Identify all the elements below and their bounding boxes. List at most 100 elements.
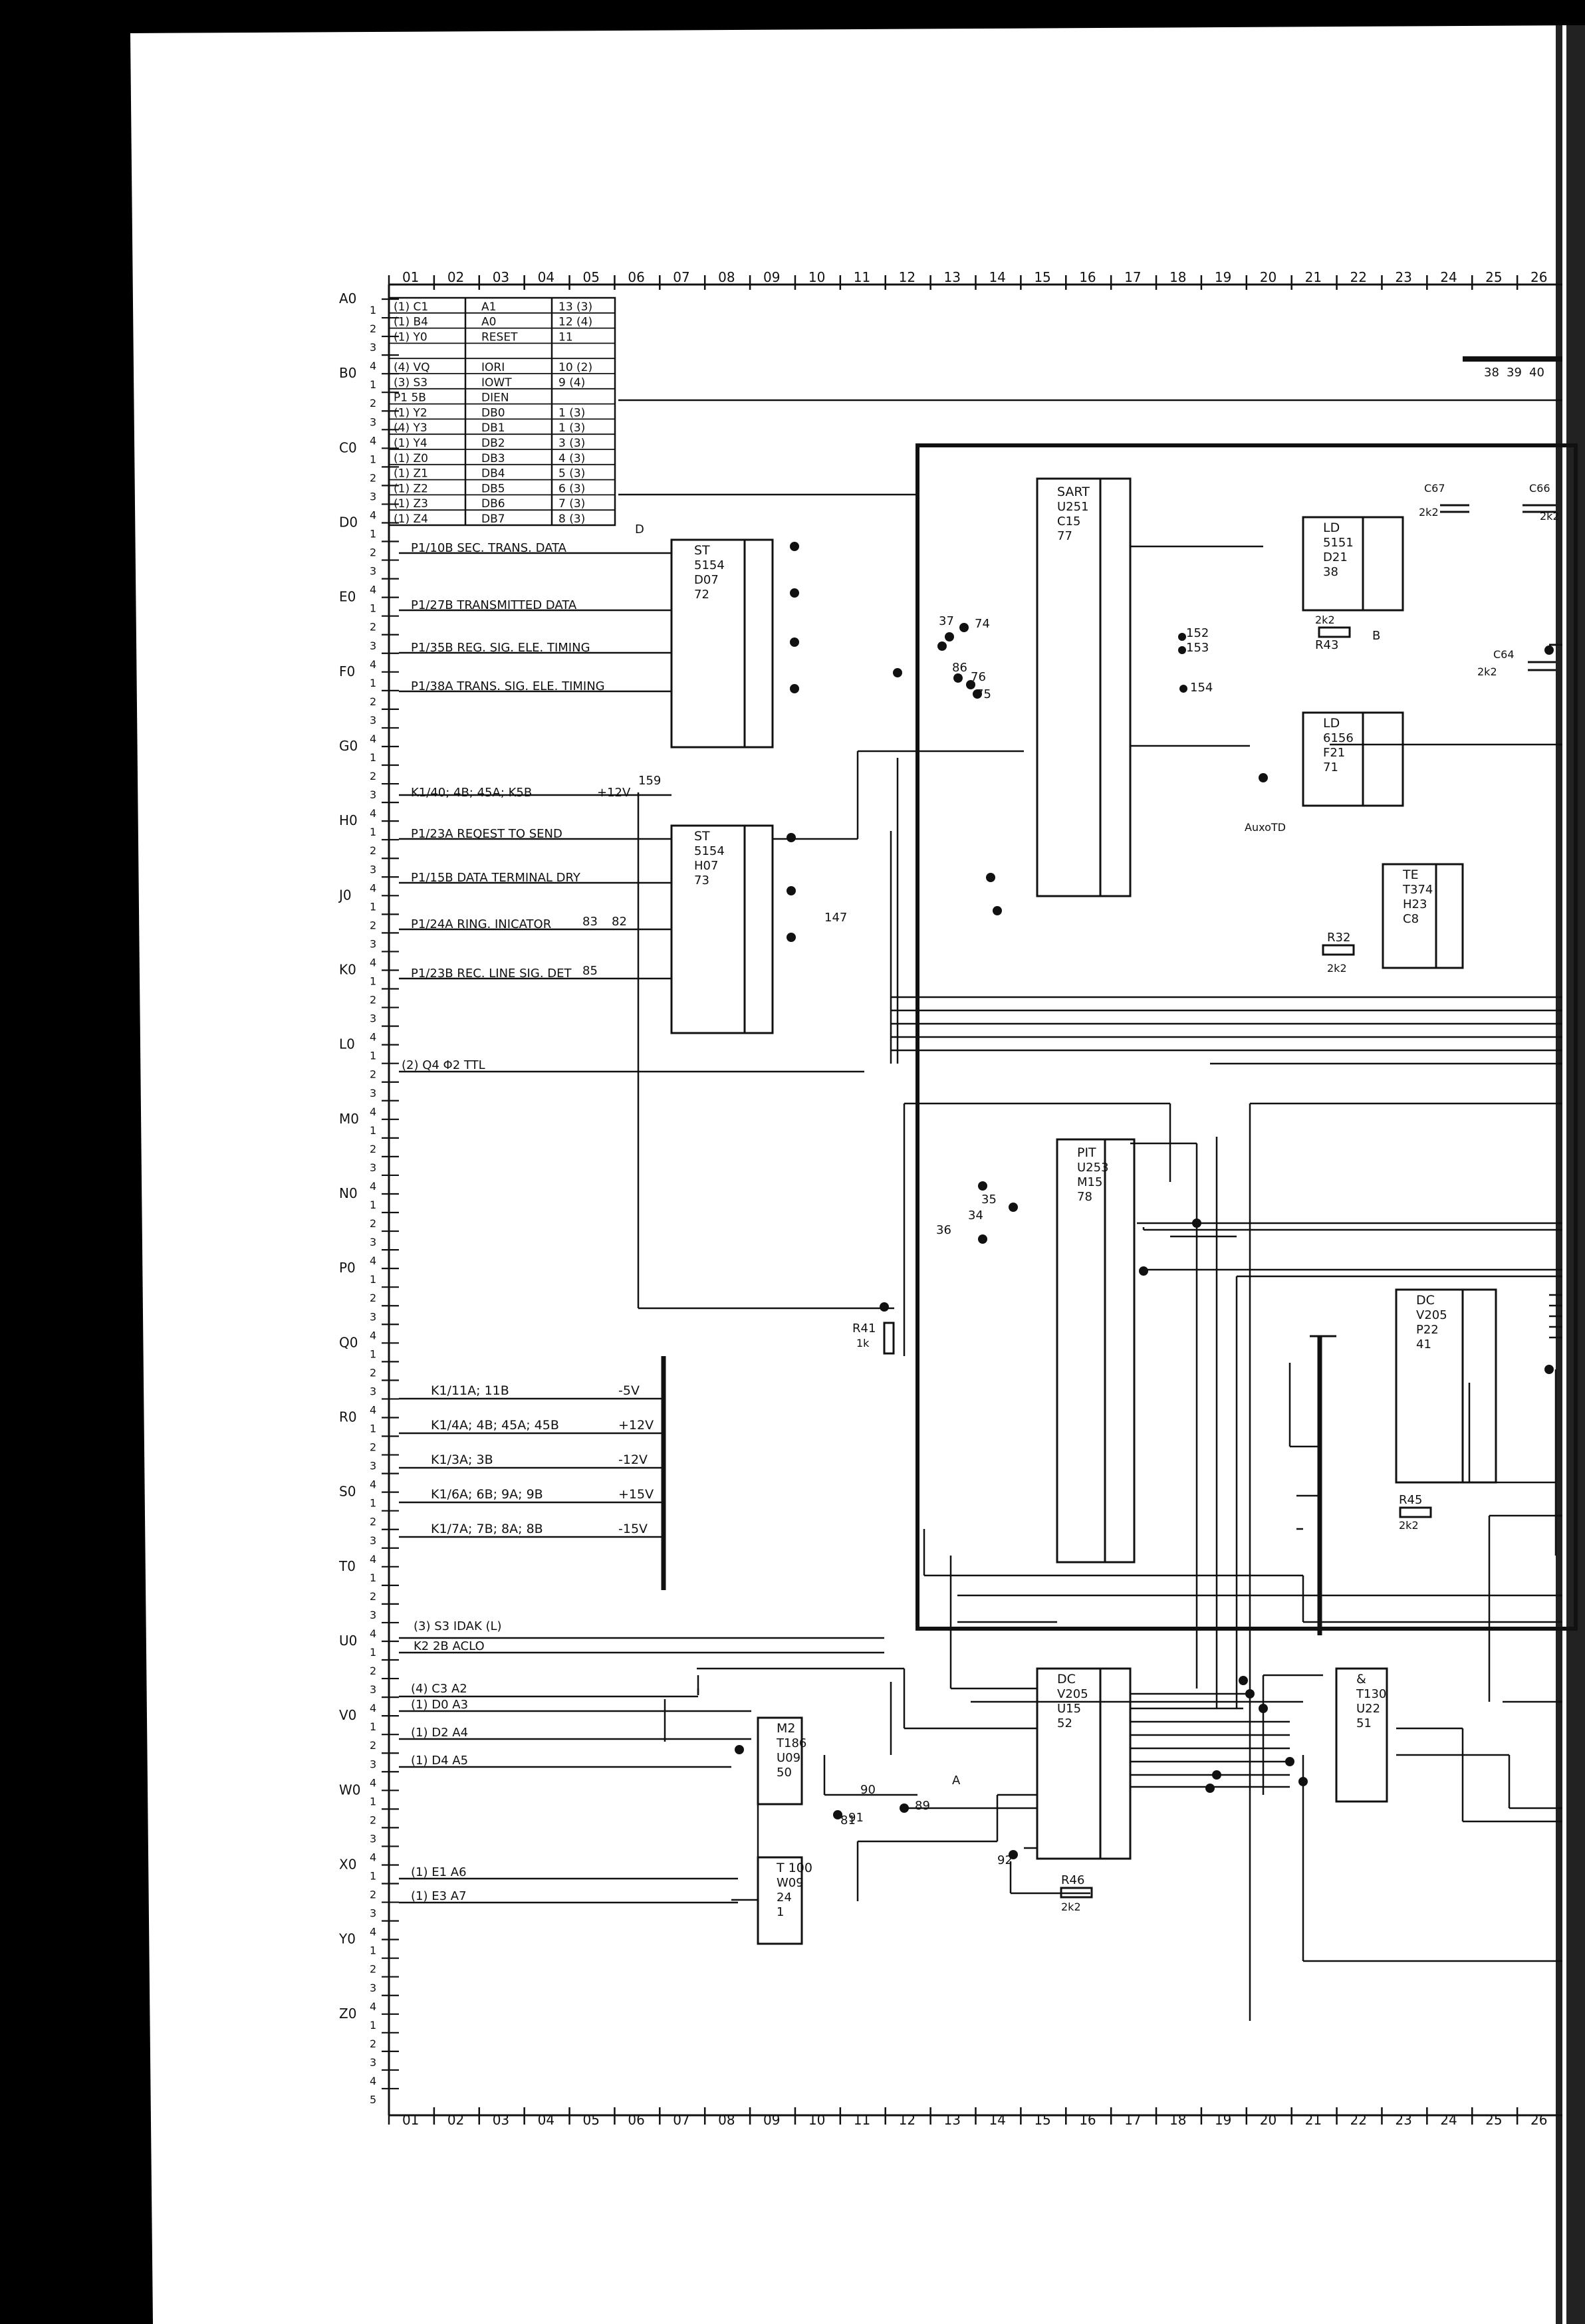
chip-type: TE — [1402, 868, 1419, 882]
sart-chip — [1036, 477, 1132, 897]
row-sub-label: 2 — [370, 1590, 376, 1603]
ruler-col-label: 16 — [1079, 269, 1096, 285]
row-sub-label: 1 — [370, 677, 376, 689]
pad-label: 90 — [860, 1783, 876, 1797]
pin-table-ref: (1) Z2 — [394, 482, 428, 495]
power-line-label: K1/7A; 7B; 8A; 8B — [431, 1522, 543, 1536]
ruler-col-label: 07 — [673, 269, 689, 285]
ruler-col-label: 21 — [1305, 2112, 1322, 2128]
pin-table-signal: DB0 — [481, 406, 505, 419]
ld-chip-2 — [1302, 711, 1404, 807]
pin-table-pin: 3 (3) — [558, 437, 585, 450]
chip-ref: H23 — [1403, 897, 1427, 911]
chip-number: 52 — [1057, 1716, 1072, 1730]
ruler-col-label: 23 — [1395, 269, 1411, 285]
c67-value: 2k2 — [1419, 506, 1439, 519]
row-sub-label: 5 — [370, 2093, 376, 2106]
ruler-col-label: 13 — [944, 2112, 961, 2128]
row-sub-label: 2 — [370, 1366, 376, 1379]
row-sub-label: 4 — [370, 1702, 376, 1714]
row-sub-label: 3 — [370, 788, 376, 801]
row-sub-label: 3 — [370, 1385, 376, 1397]
row-sub-label: 2 — [370, 770, 376, 782]
chip-part: 5154 — [694, 844, 725, 858]
row-sub-label: 1 — [370, 1944, 376, 1957]
row-sub-label: 1 — [370, 1050, 376, 1062]
pad-label: 89 — [915, 1799, 930, 1813]
row-sub-label: 1 — [370, 900, 376, 913]
pad-label: 34 — [968, 1209, 983, 1222]
pin-table-signal: DB3 — [481, 452, 505, 465]
pin-table-pin: 7 (3) — [558, 497, 585, 511]
ld-chip-1 — [1302, 516, 1404, 612]
pin-table-pin: 11 — [558, 330, 573, 344]
chip-type: T 100 — [776, 1861, 812, 1875]
row-sub-label: 3 — [370, 1534, 376, 1547]
m2-chip — [757, 1716, 803, 1805]
pad-label: 35 — [981, 1193, 997, 1207]
label-request-send: P1/23A REQEST TO SEND — [411, 827, 562, 841]
ruler-col-label: 14 — [989, 2112, 1005, 2128]
power-line-voltage: -15V — [618, 1522, 648, 1536]
r46-label: R46 — [1061, 1873, 1084, 1887]
row-sub-label: 1 — [370, 1870, 376, 1883]
pad-label: 38 — [1484, 366, 1499, 380]
chip-type: ST — [694, 829, 710, 844]
pin-table-pin: 4 (3) — [558, 452, 585, 465]
c67-label: C67 — [1424, 482, 1445, 495]
ruler-col-label: 04 — [538, 2112, 554, 2128]
ruler-col-label: 17 — [1124, 2112, 1141, 2128]
chip-ref: D07 — [694, 573, 719, 587]
row-sub-label: 4 — [370, 658, 376, 671]
ruler-col-label: 08 — [718, 2112, 735, 2128]
row-label: U0 — [339, 1633, 357, 1649]
row-sub-label: 1 — [370, 1347, 376, 1360]
pad-label: 92 — [997, 1853, 1013, 1867]
row-sub-label: 3 — [370, 1236, 376, 1248]
chip-ref: U15 — [1057, 1702, 1081, 1716]
pad-label: 154 — [1190, 681, 1213, 695]
row-sub-label: 1 — [370, 1497, 376, 1510]
row-sub-label: 4 — [370, 1254, 376, 1267]
ruler-col-label: 11 — [854, 2112, 870, 2128]
row-sub-label: 1 — [370, 1571, 376, 1584]
power-line-voltage: -5V — [618, 1383, 640, 1398]
row-sub-label: 2 — [370, 1739, 376, 1752]
chip-ref: P22 — [1416, 1323, 1439, 1337]
row-sub-label: 1 — [370, 602, 376, 615]
te-chip — [1382, 863, 1464, 969]
chip-part: U253 — [1077, 1161, 1109, 1175]
row-sub-label: 2 — [370, 322, 376, 335]
pad-label: 40 — [1529, 366, 1544, 380]
pit-chip — [1056, 1138, 1136, 1564]
ruler-col-label: 09 — [763, 2112, 780, 2128]
pin-table-ref: (1) Z4 — [394, 513, 428, 526]
junctions — [735, 542, 1554, 1859]
chip-type: LD — [1323, 716, 1340, 731]
chip-part: T186 — [776, 1736, 806, 1750]
pin-table-pin: 1 (3) — [558, 421, 585, 435]
t100-chip — [757, 1856, 803, 1945]
ruler-col-label: 23 — [1395, 2112, 1411, 2128]
ruler-col-label: 21 — [1305, 269, 1322, 285]
label-sec-trans: P1/10B SEC. TRANS. DATA — [411, 541, 567, 555]
pin-table-ref: (1) Y0 — [394, 330, 427, 344]
row-sub-label: 3 — [370, 863, 376, 875]
ruler-col-label: 24 — [1440, 269, 1457, 285]
pin-table-signal: DB5 — [481, 482, 505, 495]
row-label: P0 — [339, 1260, 356, 1276]
ruler-col-label: 16 — [1079, 2112, 1096, 2128]
dc-chip-2 — [1036, 1667, 1132, 1860]
pin-table-ref: (1) B4 — [394, 316, 428, 329]
c66-label: C66 — [1529, 482, 1550, 495]
ruler-col-label: 19 — [1215, 2112, 1231, 2128]
r41-value: 1k — [856, 1337, 870, 1349]
ruler-col-label: 22 — [1350, 269, 1367, 285]
row-sub-label: 4 — [370, 1776, 376, 1789]
ruler-col-label: 04 — [538, 269, 554, 285]
row-sub-label: 3 — [370, 1758, 376, 1770]
chip-type: LD — [1323, 521, 1340, 535]
pin-table-signal: DIEN — [481, 392, 509, 405]
ruler-col-label: 07 — [673, 2112, 689, 2128]
ruler-col-label: 18 — [1169, 269, 1186, 285]
